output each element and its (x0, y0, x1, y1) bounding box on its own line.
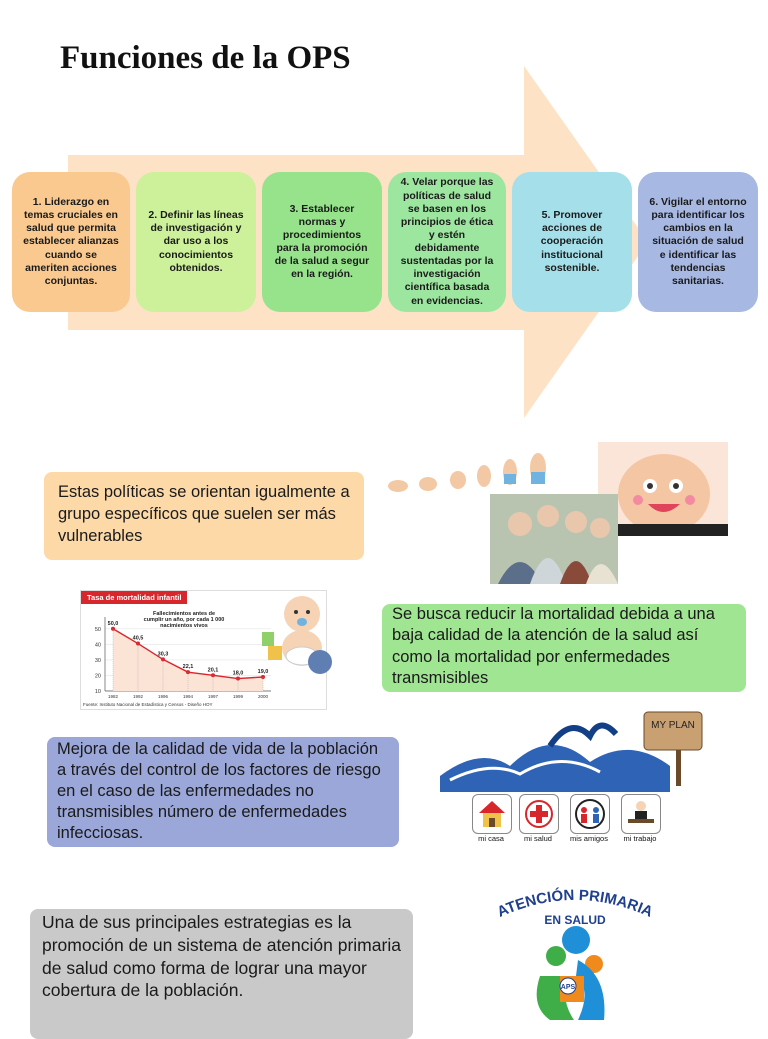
chart-data-label: 40,5 (133, 636, 144, 642)
step-2-text: 2. Definir las líneas de investigación y… (148, 209, 244, 274)
step-3: 3. Establecer normas y procedimientos pa… (262, 172, 382, 312)
chart-title: Tasa de mortalidad infantil (81, 591, 188, 604)
step-6: 6. Vigilar el entorno para identificar l… (638, 172, 758, 312)
chart-point (111, 626, 115, 631)
aps-logo: ATENCIÓN PRIMARIA EN SALUD APS (495, 886, 656, 1020)
chart-x-tick: 2000 (258, 694, 269, 699)
pregnant-belly-image (598, 442, 728, 536)
note-primary-text: Una de sus principales estrategias es la… (42, 912, 401, 1001)
note-primary-care: Una de sus principales estrategias es la… (30, 909, 413, 1039)
aps-sub-text: EN SALUD (544, 913, 606, 927)
chart-subtitle: Fallecimientos antes de cumplir un año, … (143, 611, 225, 630)
note-mortality-text: Se busca reducir la mortalidad debida a … (392, 605, 715, 688)
step-1-text: 1. Liderazgo en temas cruciales en salud… (23, 196, 119, 287)
chart-data-label: 22,1 (183, 664, 194, 670)
chart-data-label: 30,3 (158, 651, 169, 657)
aps-badge-text: APS (561, 984, 576, 991)
chart-source: Fuente: Instituto Nacional de Estadístic… (83, 702, 213, 707)
note-vulnerable-groups: Estas políticas se orientan igualmente a… (44, 472, 364, 560)
chart-point (236, 676, 240, 681)
step-3-text: 3. Establecer normas y procedimientos pa… (274, 202, 370, 281)
chart-y-tick: 40 (95, 642, 101, 648)
chart-y-tick: 50 (95, 627, 101, 633)
home-icon (472, 794, 512, 834)
babies-growth-image (388, 453, 546, 492)
chart-x-tick: 1999 (233, 694, 244, 699)
plan-label-friends: mis amigos (570, 834, 608, 843)
health-icon (519, 794, 559, 834)
work-icon (621, 794, 661, 834)
chart-data-label: 18,0 (233, 671, 244, 677)
note-mortality: Se busca reducir la mortalidad debida a … (382, 604, 746, 692)
plan-label-home: mi casa (478, 834, 504, 843)
chart-x-tick: 1992 (133, 694, 144, 699)
step-4: 4. Velar porque las políticas de salud s… (388, 172, 506, 312)
chart-area (113, 628, 263, 691)
chart-data-label: 19,0 (258, 669, 269, 675)
my-plan-illustration: MY PLAN (440, 711, 703, 792)
step-6-text: 6. Vigilar el entorno para identificar l… (649, 196, 747, 287)
step-4-text: 4. Velar porque las políticas de salud s… (400, 176, 494, 307)
chart-point (136, 641, 140, 646)
chart-x-tick: 1996 (158, 694, 169, 699)
chart-x-tick: 1997 (208, 694, 219, 699)
friends-icon (570, 794, 610, 834)
my-plan-sign-text: MY PLAN (651, 720, 695, 731)
chart-y-tick: 20 (95, 673, 101, 679)
chart-x-tick: 1994 (183, 694, 194, 699)
note-vulnerable-text: Estas políticas se orientan igualmente a… (58, 483, 350, 545)
chart-y-tick: 10 (95, 689, 101, 695)
chart-data-label: 50,0 (108, 621, 119, 627)
chart-y-tick: 30 (95, 658, 101, 664)
chart-data-label: 20,1 (208, 667, 219, 673)
step-5: 5. Promover acciones de cooperación inst… (512, 172, 632, 312)
note-quality-of-life: Mejora de la calidad de vida de la pobla… (47, 737, 399, 847)
chart-x-tick: 1982 (108, 694, 119, 699)
chart-plot: 50 40 30 20 10 50,0 1982 40,5 1992 30,3 1996 22,1 19… (95, 617, 271, 699)
note-quality-text: Mejora de la calidad de vida de la pobla… (57, 740, 381, 842)
baby-illustration (262, 596, 332, 674)
chart-point (211, 673, 215, 678)
step-5-text: 5. Promover acciones de cooperación inst… (540, 209, 604, 274)
plan-label-health: mi salud (524, 834, 552, 843)
page-title: Funciones de la OPS (60, 40, 351, 76)
step-2: 2. Definir las líneas de investigación y… (136, 172, 256, 312)
elderly-people-photo (490, 494, 618, 584)
step-1: 1. Liderazgo en temas cruciales en salud… (12, 172, 130, 312)
plan-label-work: mi trabajo (623, 834, 657, 843)
